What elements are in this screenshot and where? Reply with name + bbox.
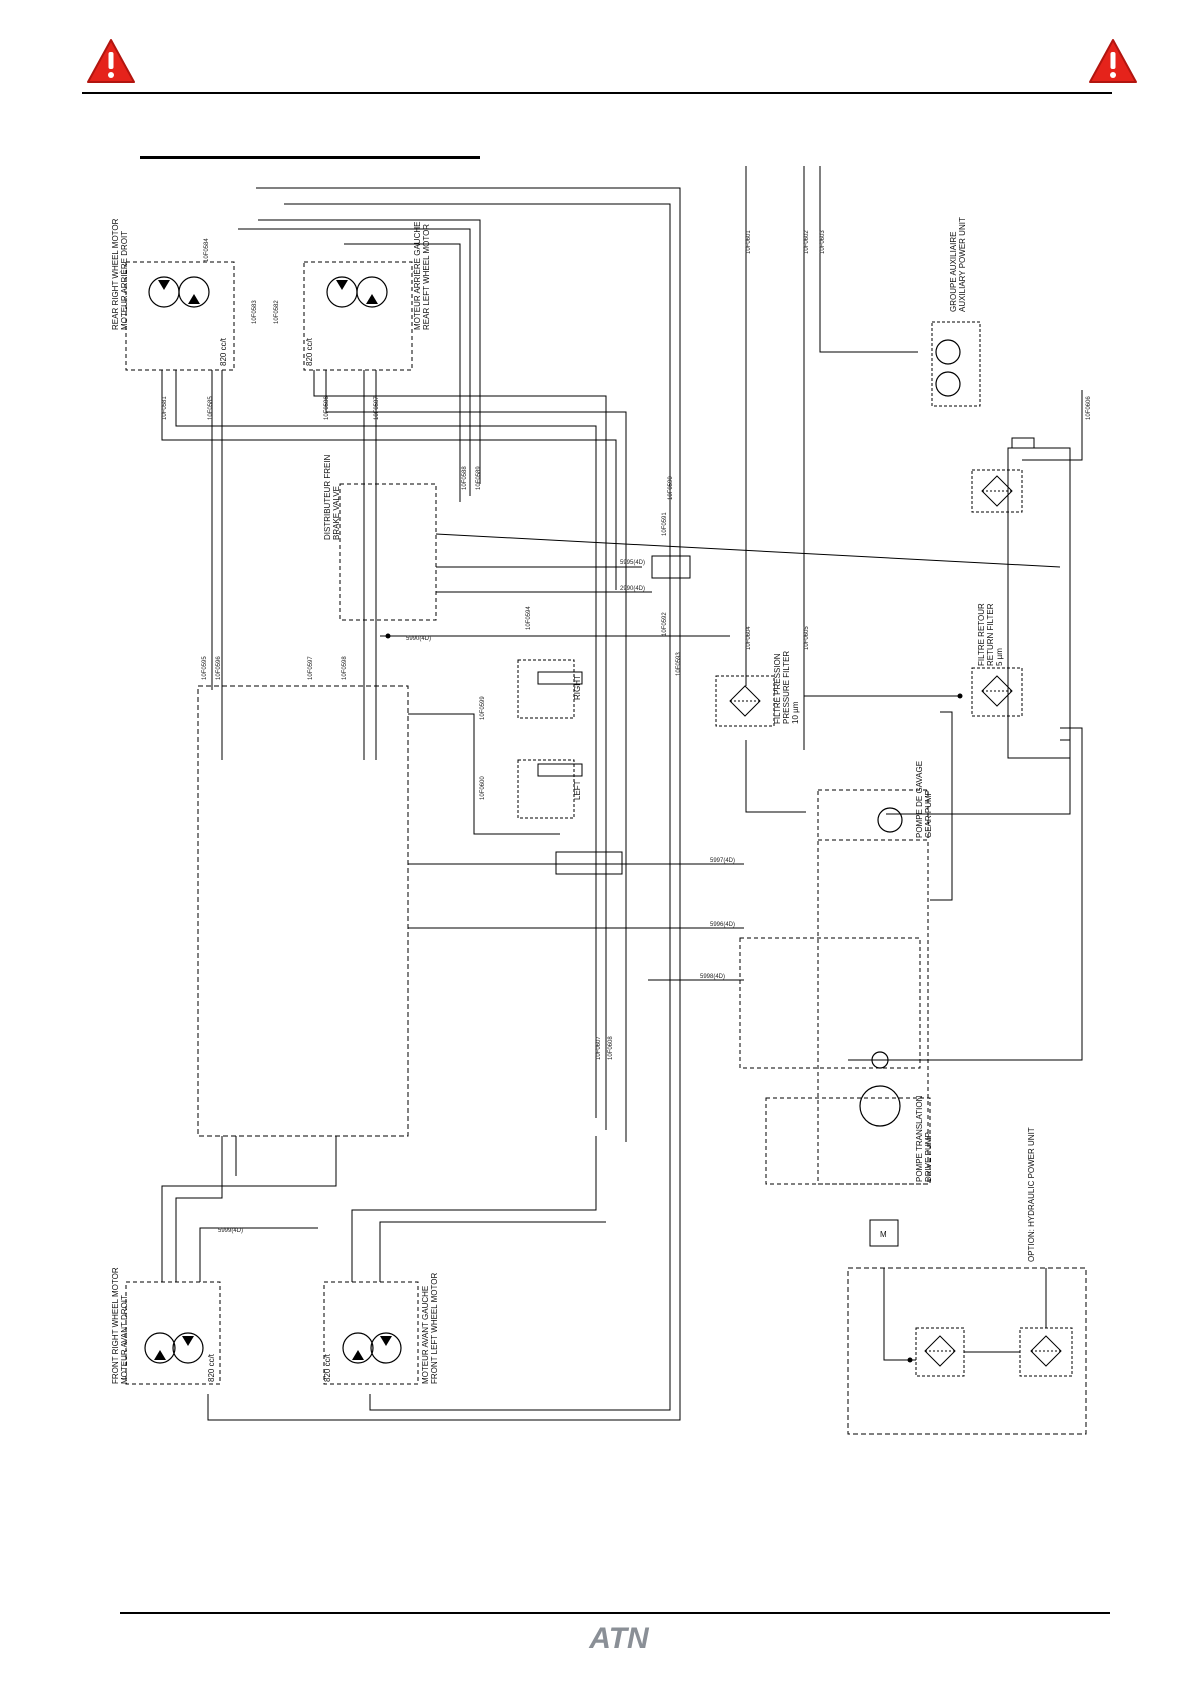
line-tag: 5998(4D) bbox=[700, 974, 725, 980]
hose-tag: 10F0603 bbox=[820, 230, 826, 254]
front-left-motor-label: FRONT LEFT WHEEL MOTOR bbox=[430, 1273, 439, 1384]
rear-right-motor-label: REAR RIGHT WHEEL MOTOR bbox=[111, 218, 120, 330]
hose-tag: 10F0591 bbox=[662, 512, 668, 536]
front-right-motor-fr-label: MOTEUR AVANT DROIT bbox=[120, 1295, 129, 1384]
hose-tag: 10F0587 bbox=[374, 396, 380, 420]
hose-tag: 10F0604 bbox=[746, 626, 752, 650]
pressure-filter-fr-label: FILTRE PRESSION bbox=[773, 653, 782, 724]
line-tag: 5997(4D) bbox=[710, 858, 735, 864]
option-note-label: OPTION: HYDRAULIC POWER UNIT bbox=[1027, 1127, 1036, 1262]
gear-pump-label: GEAR PUMP bbox=[924, 790, 933, 838]
warning-triangle-icon bbox=[87, 39, 135, 83]
line-tag: 5996(4D) bbox=[710, 922, 735, 928]
brake-valve-fr-label: DISTRIBUTEUR FREIN bbox=[323, 454, 332, 540]
hose-tag: 10F0601 bbox=[746, 230, 752, 254]
logo-text: ATN bbox=[588, 1622, 650, 1654]
title-rule bbox=[140, 156, 480, 159]
gear-pump-fr-label: POMPE DE GAVAGE bbox=[915, 761, 924, 838]
pressure-filter-rating: 10 µm bbox=[791, 701, 800, 724]
brake-valve-label: BRAKE VALVE bbox=[332, 486, 341, 540]
line-tag: 5995(4D) bbox=[620, 560, 645, 566]
hose-tag: 10F0593 bbox=[676, 652, 682, 676]
hose-tag: 10F0600 bbox=[480, 776, 486, 800]
hose-tag: 10F0599 bbox=[480, 696, 486, 720]
front-left-motor-rating: 820 cc/t bbox=[323, 1353, 332, 1382]
hose-tag: 10F0594 bbox=[526, 606, 532, 630]
drive-pump-label: DRIVE PUMP bbox=[924, 1132, 933, 1182]
hose-tag: 10F0584 bbox=[204, 238, 210, 262]
return-filter-rating: 5 µm bbox=[995, 648, 1004, 666]
hose-tag: 10F0583 bbox=[252, 300, 258, 324]
hose-tag: 10F0596 bbox=[216, 656, 222, 680]
hose-tag: 10F0608 bbox=[608, 1036, 614, 1060]
rear-right-motor-rating: 820 cc/t bbox=[219, 337, 228, 366]
rear-right-motor-fr-label: MOTEUR ARRIÈRE DROIT bbox=[120, 231, 129, 330]
front-right-motor-label: FRONT RIGHT WHEEL MOTOR bbox=[111, 1267, 120, 1384]
hose-tag: 10F0588 bbox=[462, 466, 468, 490]
hose-tag: 10F0597 bbox=[308, 656, 314, 680]
return-filter-label: RETURN FILTER bbox=[986, 603, 995, 666]
hose-tag: 10F0602 bbox=[804, 230, 810, 254]
hose-tag: 10F0585 bbox=[208, 396, 214, 420]
rear-left-motor-fr-label: MOTEUR ARRIÈRE GAUCHE bbox=[413, 222, 422, 330]
atn-logo: ATN bbox=[588, 1622, 650, 1654]
hose-tag: 10F0586 bbox=[324, 396, 330, 420]
hose-tag: 10F0606 bbox=[1086, 396, 1092, 420]
drive-pump-fr-label: POMPE TRANSLATION bbox=[915, 1095, 924, 1182]
hose-tag: 10F0595 bbox=[202, 656, 208, 680]
hose-tag: 10F0581 bbox=[162, 396, 168, 420]
line-tag: 5999(4D) bbox=[218, 1228, 243, 1234]
hose-tag: 10F0589 bbox=[476, 466, 482, 490]
line-tag: 2990(4D) bbox=[620, 586, 645, 592]
hose-tag: 10F0598 bbox=[342, 656, 348, 680]
pressure-filter-label: PRESSURE FILTER bbox=[782, 651, 791, 724]
hose-tag: 10F0590 bbox=[668, 476, 674, 500]
front-left-motor-fr-label: MOTEUR AVANT GAUCHE bbox=[421, 1286, 430, 1384]
warning-triangle-icon bbox=[1089, 39, 1137, 83]
hose-tag: 10F0582 bbox=[274, 300, 280, 324]
aux-pump-fr-label: GROUPE AUXILIAIRE bbox=[949, 232, 958, 312]
hose-tag: 10F0607 bbox=[596, 1036, 602, 1060]
footer-rule bbox=[120, 1612, 1110, 1614]
hose-tag: 10F0592 bbox=[662, 612, 668, 636]
cylinder-right-label: RIGHT bbox=[573, 675, 582, 700]
front-right-motor-rating: 820 cc/t bbox=[207, 1353, 216, 1382]
header-rule bbox=[82, 92, 1112, 94]
cylinder-left-label: LEFT bbox=[573, 780, 582, 800]
line-tag: 5990(4D) bbox=[406, 636, 431, 642]
return-filter-fr-label: FILTRE RETOUR bbox=[977, 603, 986, 666]
electric-motor-icon: M bbox=[880, 1230, 887, 1239]
rear-left-motor-label: REAR LEFT WHEEL MOTOR bbox=[422, 224, 431, 330]
rear-left-motor-rating: 820 cc/t bbox=[305, 337, 314, 366]
aux-pump-label: AUXILIARY POWER UNIT bbox=[958, 217, 967, 312]
hose-tag: 10F0605 bbox=[804, 626, 810, 650]
